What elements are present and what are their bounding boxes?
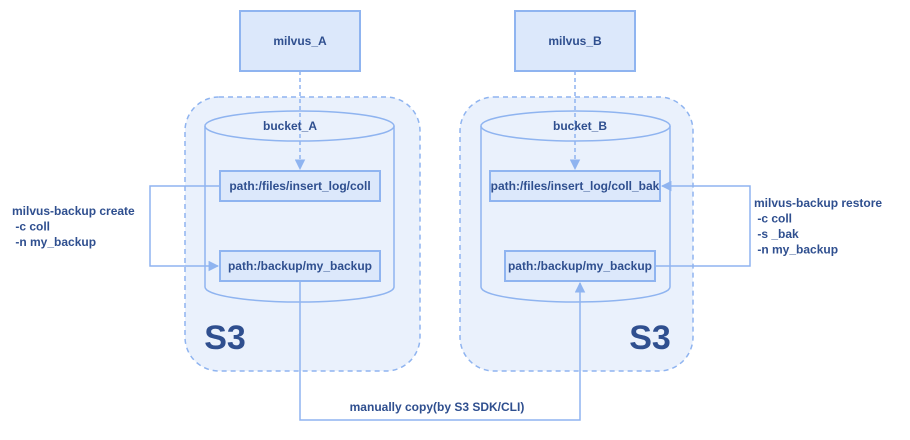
bucket-b-label: bucket_B <box>553 119 607 133</box>
restore-command: milvus-backup restore -c coll -s _bak -n… <box>754 196 885 257</box>
s3-label-b: S3 <box>629 319 671 357</box>
create-command-line: -c coll <box>12 220 50 234</box>
restore-command-line: -n my_backup <box>754 243 838 257</box>
restore-command-line: -c coll <box>754 212 792 226</box>
restore-command-line: milvus-backup restore <box>754 196 882 210</box>
create-command-line: -n my_backup <box>12 235 96 249</box>
bucket-a-data-path-label: path:/files/insert_log/coll <box>229 179 370 193</box>
restore-command-line: -s _bak <box>754 227 799 241</box>
bucket-a-backup-path-box <box>219 250 381 282</box>
bucket-b-data-path-label: path:/files/insert_log/coll_bak <box>491 179 660 193</box>
manual-copy-label: manually copy(by S3 SDK/CLI) <box>350 400 525 414</box>
bucket-b-backup-path-label: path:/backup/my_backup <box>508 259 652 273</box>
create-command-line: milvus-backup create <box>12 204 135 218</box>
milvus-a-label: milvus_A <box>273 34 327 48</box>
bucket-b-data-path-box <box>489 170 661 202</box>
milvus-b-label: milvus_B <box>548 34 602 48</box>
manual-copy-arrow <box>299 281 586 421</box>
s3-label-a: S3 <box>204 319 246 357</box>
create-command: milvus-backup create -c coll -n my_backu… <box>12 204 138 249</box>
bucket-a-label: bucket_A <box>263 119 317 133</box>
bucket-a-data-path-box <box>219 170 381 202</box>
create-backup-arrow <box>149 185 220 272</box>
restore-backup-arrow <box>655 180 751 267</box>
bucket-a-backup-path-label: path:/backup/my_backup <box>228 259 372 273</box>
